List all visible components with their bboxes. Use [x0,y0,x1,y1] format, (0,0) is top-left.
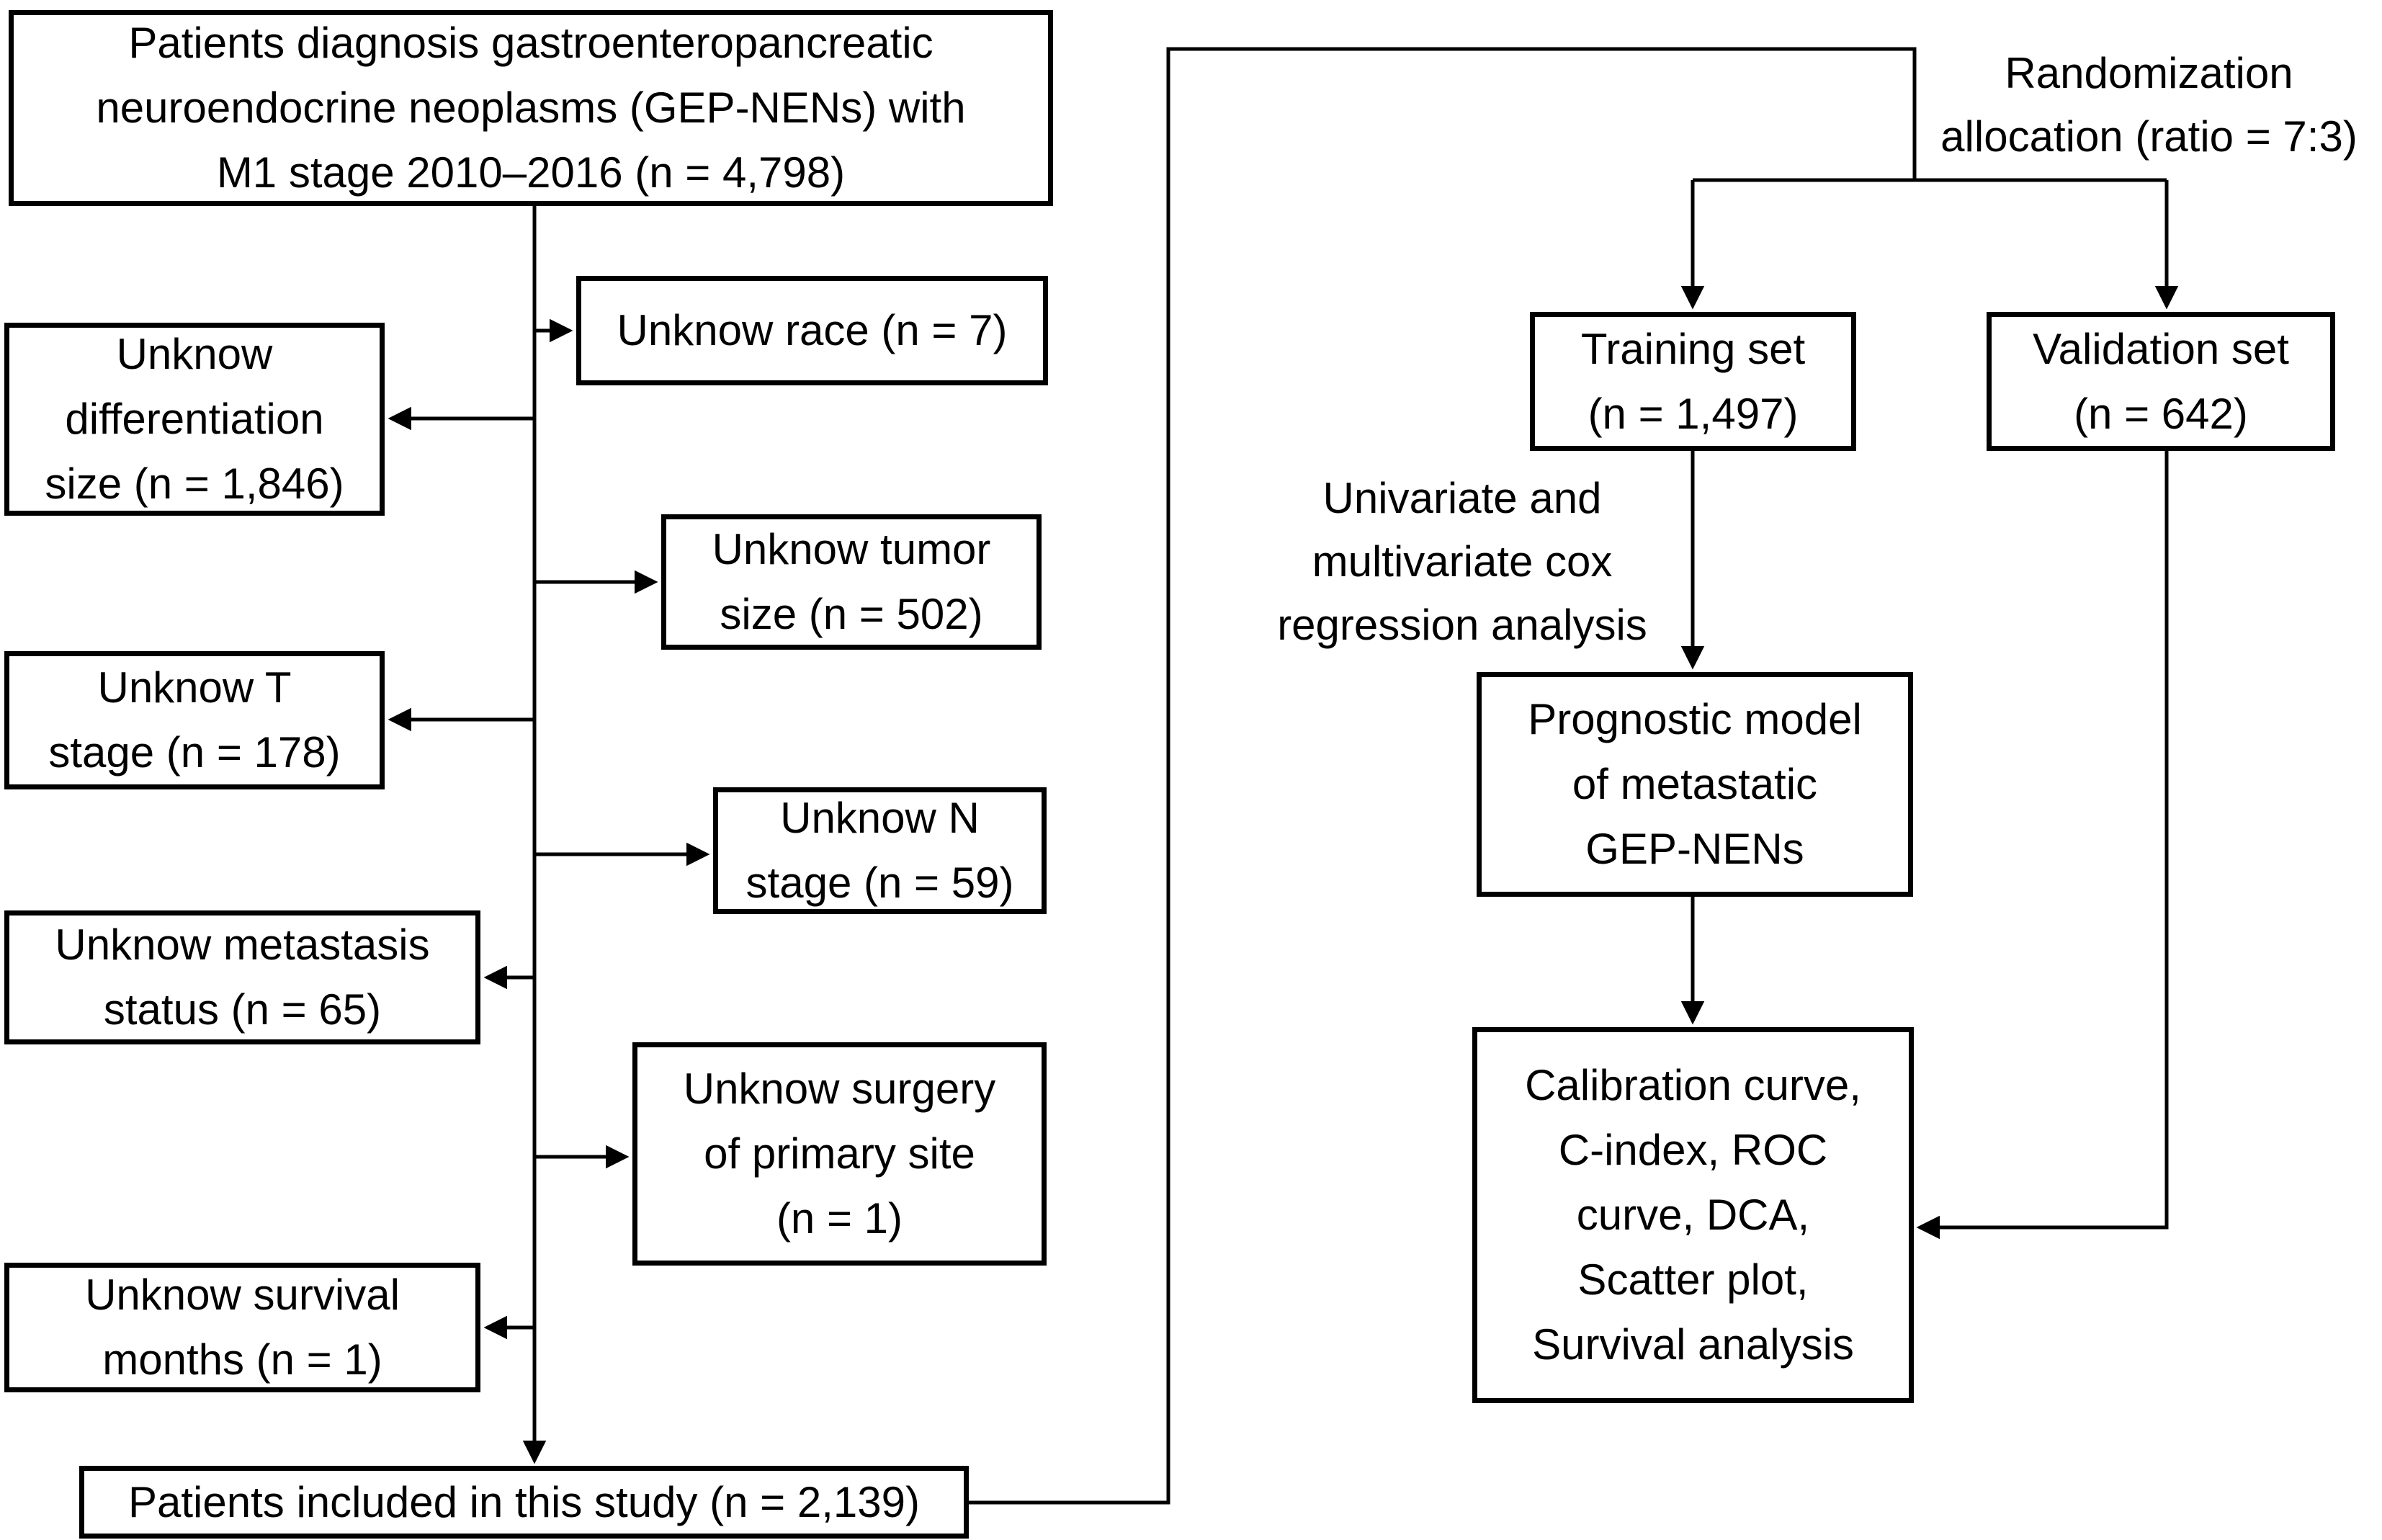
node-patients-included: Patients included in this study (n = 2,1… [79,1466,969,1539]
node-unknow-tumor-size-label: Unknow tumor size (n = 502) [712,525,991,638]
node-unknow-race-label: Unknow race (n = 7) [617,306,1008,354]
node-unknow-t-stage: Unknow T stage (n = 178) [4,651,385,789]
node-evaluation-label: Calibration curve, C-index, ROC curve, D… [1525,1061,1861,1369]
node-unknow-tumor-size: Unknow tumor size (n = 502) [661,514,1042,650]
node-prognostic-model: Prognostic model of metastatic GEP-NENs [1477,672,1913,897]
node-prognostic-model-label: Prognostic model of metastatic GEP-NENs [1528,695,1862,873]
arrow-validation-to-evaluation [1916,450,2169,1240]
feedback-line [969,47,1917,1505]
node-validation-set: Validation set (n = 642) [1987,312,2335,451]
node-training-set-label: Training set (n = 1,497) [1580,324,1806,438]
node-unknow-race: Unknow race (n = 7) [576,276,1048,385]
node-unknow-survival: Unknow survival months (n = 1) [4,1263,480,1392]
node-unknow-metastasis: Unknow metastasis status (n = 65) [4,910,480,1044]
node-training-set: Training set (n = 1,497) [1530,312,1856,451]
node-unknow-differentiation-label: Unknow differentiation size (n = 1,846) [45,330,344,508]
node-unknow-surgery: Unknow surgery of primary site (n = 1) [632,1042,1047,1266]
node-evaluation: Calibration curve, C-index, ROC curve, D… [1472,1027,1914,1403]
node-unknow-t-stage-label: Unknow T stage (n = 178) [48,663,341,776]
node-source: Patients diagnosis gastroenteropancreati… [9,10,1053,206]
randomization-annotation: Randomization allocation (ratio = 7:3) [1940,49,2358,161]
node-source-label: Patients diagnosis gastroenteropancreati… [96,19,966,197]
node-unknow-n-stage: Unknow N stage (n = 59) [713,787,1047,914]
node-unknow-metastasis-label: Unknow metastasis status (n = 65) [55,921,430,1034]
node-unknow-n-stage-label: Unknow N stage (n = 59) [746,794,1014,907]
node-patients-included-label: Patients included in this study (n = 2,1… [128,1477,920,1526]
cox-regression-annotation: Univariate and multivariate cox regressi… [1277,474,1647,649]
node-validation-set-label: Validation set (n = 642) [2033,324,2289,438]
node-unknow-differentiation: Unknow differentiation size (n = 1,846) [4,323,385,516]
node-unknow-survival-label: Unknow survival months (n = 1) [85,1271,400,1384]
node-unknow-surgery-label: Unknow surgery of primary site (n = 1) [683,1065,996,1243]
